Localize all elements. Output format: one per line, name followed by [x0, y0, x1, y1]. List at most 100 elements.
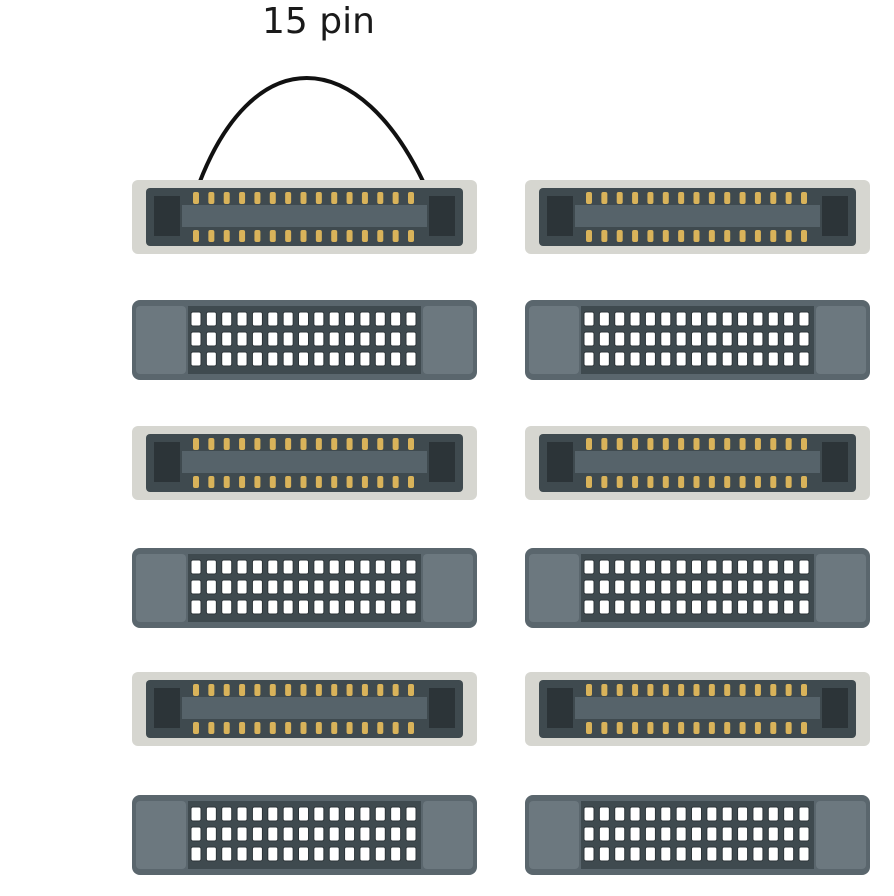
pin-hole	[737, 599, 749, 615]
pin-hole	[313, 331, 325, 347]
pin-hole	[614, 846, 626, 862]
pin-bottom	[285, 722, 292, 734]
pin-hole	[660, 559, 672, 575]
connector-end-right	[822, 196, 848, 236]
pin-hole	[390, 826, 402, 842]
pin-hole	[374, 559, 386, 575]
pin-bottom	[408, 476, 414, 488]
pin-hole	[328, 599, 340, 615]
connector-end-right	[822, 688, 848, 728]
pin-hole	[405, 559, 417, 575]
pin-bottom	[724, 230, 731, 242]
pin-hole	[374, 826, 386, 842]
pin-hole	[691, 579, 702, 595]
pin-bottom	[315, 722, 322, 734]
pin-top	[616, 192, 623, 204]
pin-bottom	[616, 230, 623, 242]
pin-hole	[583, 331, 595, 347]
pin-hole	[282, 331, 294, 347]
pin-bottom	[300, 722, 307, 734]
pin-top	[377, 438, 384, 450]
pin-hole	[236, 311, 248, 327]
connector-end-left	[529, 306, 579, 374]
pin-hole	[644, 599, 656, 615]
pin-hole	[390, 311, 402, 327]
pin-hole	[236, 826, 248, 842]
pin-top	[239, 192, 246, 204]
pin-bottom	[239, 476, 246, 488]
pin-bottom	[693, 230, 700, 242]
pin-hole	[675, 579, 687, 595]
pin-hole	[267, 806, 279, 822]
pin-hole	[282, 559, 294, 575]
pin-top	[361, 684, 368, 696]
pin-bottom	[300, 476, 307, 488]
pin-hole	[205, 579, 217, 595]
pin-hole	[374, 599, 386, 615]
pin-bottom	[193, 230, 199, 242]
pin-hole	[205, 599, 217, 615]
pin-hole	[267, 846, 279, 862]
pin-bottom	[331, 476, 338, 488]
pin-hole	[405, 311, 417, 327]
pin-hole	[328, 846, 340, 862]
pin-bottom	[346, 722, 353, 734]
pin-hole	[629, 826, 641, 842]
pin-bottom	[223, 722, 230, 734]
pin-hole	[221, 311, 233, 327]
pin-bottom	[647, 722, 654, 734]
pin-bottom	[392, 230, 399, 242]
pin-top	[693, 192, 700, 204]
connector-top-face	[132, 672, 477, 746]
pin-hole	[752, 806, 764, 822]
pin-hole	[629, 559, 641, 575]
pin-top	[377, 192, 384, 204]
connector-bottom-face	[132, 795, 477, 875]
pin-hole	[313, 311, 325, 327]
pin-hole	[267, 351, 279, 367]
pin-hole	[798, 559, 810, 575]
pin-top	[331, 684, 338, 696]
pin-bottom	[223, 476, 230, 488]
pin-hole	[629, 806, 641, 822]
pin-hole	[374, 579, 386, 595]
pin-hole	[721, 806, 733, 822]
pin-hole	[359, 559, 371, 575]
pin-bottom	[392, 722, 399, 734]
pin-bottom	[801, 476, 807, 488]
pin-top	[708, 192, 715, 204]
pin-hole	[583, 599, 595, 615]
pin-bottom	[754, 722, 761, 734]
pin-hole	[583, 806, 595, 822]
connector-end-left	[547, 442, 573, 482]
pin-hole	[328, 311, 340, 327]
pin-top	[601, 438, 608, 450]
pin-hole	[660, 599, 672, 615]
pin-hole	[737, 846, 749, 862]
pin-hole	[359, 331, 371, 347]
pin-bottom	[208, 476, 215, 488]
pin-count-label: 15 pin	[262, 1, 375, 42]
pin-bottom	[770, 722, 777, 734]
pin-hole	[405, 806, 417, 822]
pin-hole	[614, 579, 626, 595]
pin-bottom	[408, 722, 414, 734]
pin-top	[331, 438, 338, 450]
pin-hole	[798, 331, 810, 347]
pin-hole	[221, 806, 233, 822]
pin-hole	[359, 826, 371, 842]
pin-hole	[405, 846, 417, 862]
pin-hole	[267, 579, 279, 595]
pin-top	[770, 192, 777, 204]
pin-top	[678, 684, 685, 696]
pin-hole	[298, 806, 309, 822]
pin-bottom	[724, 476, 731, 488]
connector-slot	[575, 205, 820, 227]
pin-hole	[344, 351, 356, 367]
pin-hole	[691, 331, 702, 347]
pin-hole	[583, 846, 595, 862]
pin-bottom	[361, 476, 368, 488]
pin-hole	[783, 579, 795, 595]
pin-hole	[251, 579, 263, 595]
connector-top-face	[525, 426, 870, 500]
